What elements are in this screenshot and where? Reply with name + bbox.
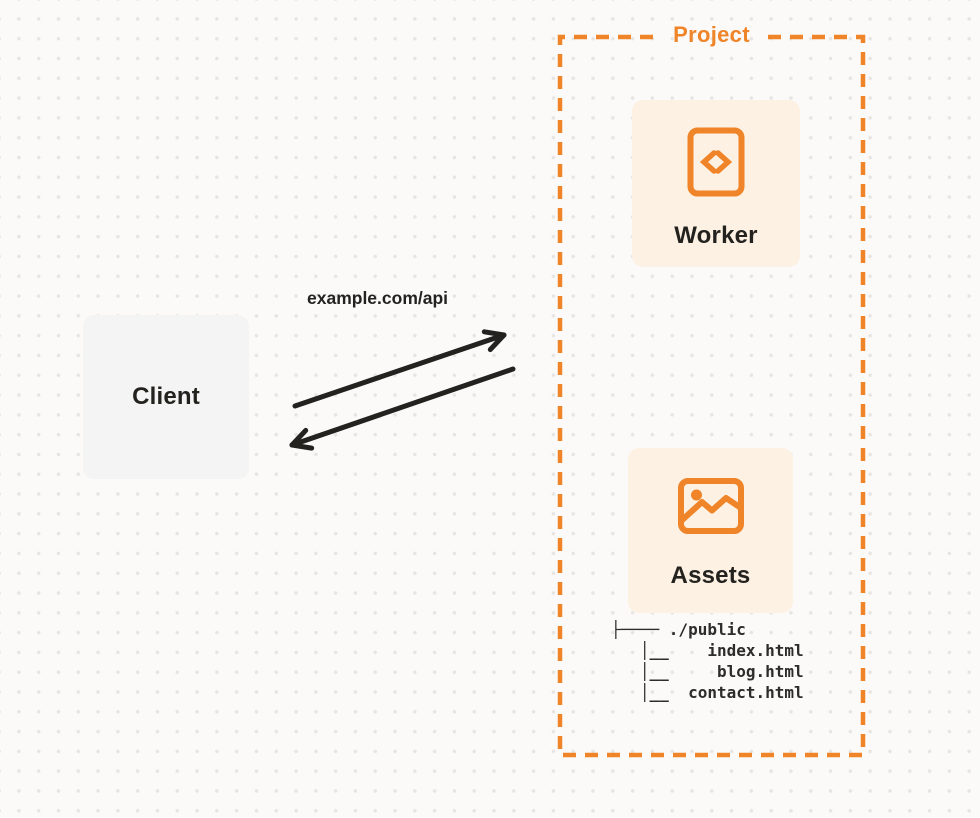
project-label: Project [673, 22, 750, 47]
client-label: Client [132, 383, 200, 410]
assets-file-tree: ├──── ./public │__ index.html │__ blog.h… [611, 620, 804, 702]
client-node: Client [83, 315, 249, 479]
request-arrow [292, 329, 507, 409]
response-arrow [289, 366, 516, 451]
request-url-label: example.com/api [307, 288, 449, 308]
worker-node: Worker [632, 100, 800, 267]
image-icon [677, 478, 744, 534]
code-file-icon [687, 127, 745, 197]
assets-label: Assets [670, 562, 751, 589]
assets-node: Assets [628, 448, 793, 613]
project-dashed-border [557, 34, 866, 758]
worker-label: Worker [674, 222, 758, 249]
